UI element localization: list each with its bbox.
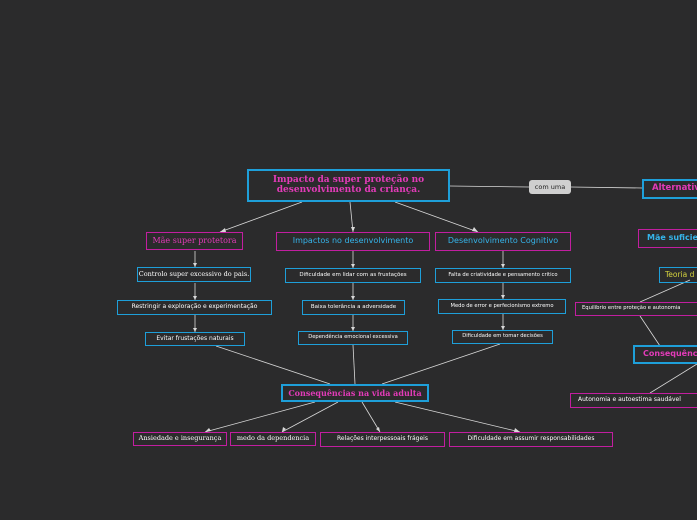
- alternativa-topic[interactable]: Alternativ: [642, 179, 697, 199]
- topic-label: Mãe suficie: [647, 233, 697, 243]
- topic-label: Desenvolvimento Cognitivo: [447, 236, 559, 246]
- topic-label: Consequênc: [643, 349, 697, 359]
- link-label-text: com uma: [534, 183, 566, 191]
- autonomia-node[interactable]: Autonomia e autoestima saudável: [570, 393, 697, 408]
- topic-label: Mãe super protetora: [152, 235, 237, 245]
- topic-label: Impactos no desenvolvimento: [292, 236, 414, 246]
- item-label: Dificuldade em lidar com as frustações: [299, 272, 407, 279]
- consequencia-item-1[interactable]: Ansiedade e insegurança: [133, 432, 227, 446]
- item-label: Evitar frustações naturais: [156, 334, 234, 342]
- teoria-node[interactable]: Teoria d: [659, 267, 697, 283]
- item-label: Dificuldade em assumir responsabilidades: [467, 435, 595, 443]
- item-label: Relações interpessoais frágeis: [337, 435, 428, 443]
- impactos-item-3[interactable]: Dependência emocional excessiva: [298, 331, 408, 345]
- item-label: Dependência emocional excessiva: [308, 334, 398, 341]
- item-label: Controlo super excessivo do pais.: [138, 269, 250, 278]
- cognitivo-item-2[interactable]: Medo de error e perfecionismo extremo: [438, 299, 566, 314]
- mae-super-protetora-topic[interactable]: Mãe super protetora: [146, 232, 243, 250]
- item-label: Ansiedade e insegurança: [138, 434, 222, 443]
- root-topic[interactable]: Impacto da super proteção no desenvolvim…: [247, 169, 450, 202]
- consequencia-item-3[interactable]: Relações interpessoais frágeis: [320, 432, 445, 447]
- item-label: Dificuldade em tomar decisões: [462, 333, 543, 340]
- link-label: com uma: [529, 180, 571, 194]
- equilibrio-node[interactable]: Equilibrio entre proteção e autonomia: [575, 302, 697, 316]
- consequencias-right-topic[interactable]: Consequênc: [633, 345, 697, 364]
- node-label: Autonomia e autoestima saudável: [578, 396, 681, 404]
- impactos-topic[interactable]: Impactos no desenvolvimento: [276, 232, 430, 251]
- mae-item-3[interactable]: Evitar frustações naturais: [145, 332, 245, 346]
- consequencia-item-4[interactable]: Dificuldade em assumir responsabilidades: [449, 432, 613, 447]
- item-label: Baixa tolerância a adversidade: [310, 304, 397, 311]
- root-topic-label: Impacto da super proteção no desenvolvim…: [272, 174, 425, 195]
- item-label: Falta de criatividade e pensamento criti…: [448, 271, 558, 278]
- node-label: Equilibrio entre proteção e autonomia: [582, 305, 681, 312]
- mae-item-1[interactable]: Controlo super excessivo do pais.: [137, 267, 251, 282]
- mae-suficiente-topic[interactable]: Mãe suficie: [638, 229, 697, 248]
- impactos-item-2[interactable]: Baixa tolerância a adversidade: [302, 300, 405, 315]
- topic-label: Alternativ: [652, 183, 697, 194]
- consequencia-item-2[interactable]: medo da dependencia: [230, 432, 316, 446]
- impactos-item-1[interactable]: Dificuldade em lidar com as frustações: [285, 268, 421, 283]
- topic-label: Consequências na vida adulta: [288, 387, 422, 398]
- item-label: Medo de error e perfecionismo extremo: [450, 302, 554, 309]
- consequencias-topic[interactable]: Consequências na vida adulta: [281, 384, 429, 402]
- cognitivo-item-3[interactable]: Dificuldade em tomar decisões: [452, 330, 553, 344]
- item-label: medo da dependencia: [236, 434, 310, 443]
- node-label: Teoria d: [665, 269, 695, 279]
- mae-item-2[interactable]: Restringir a exploração e experimentação: [117, 300, 272, 315]
- cognitivo-topic[interactable]: Desenvolvimento Cognitivo: [435, 232, 571, 251]
- item-label: Restringir a exploração e experimentação: [131, 303, 258, 311]
- cognitivo-item-1[interactable]: Falta de criatividade e pensamento criti…: [435, 268, 571, 283]
